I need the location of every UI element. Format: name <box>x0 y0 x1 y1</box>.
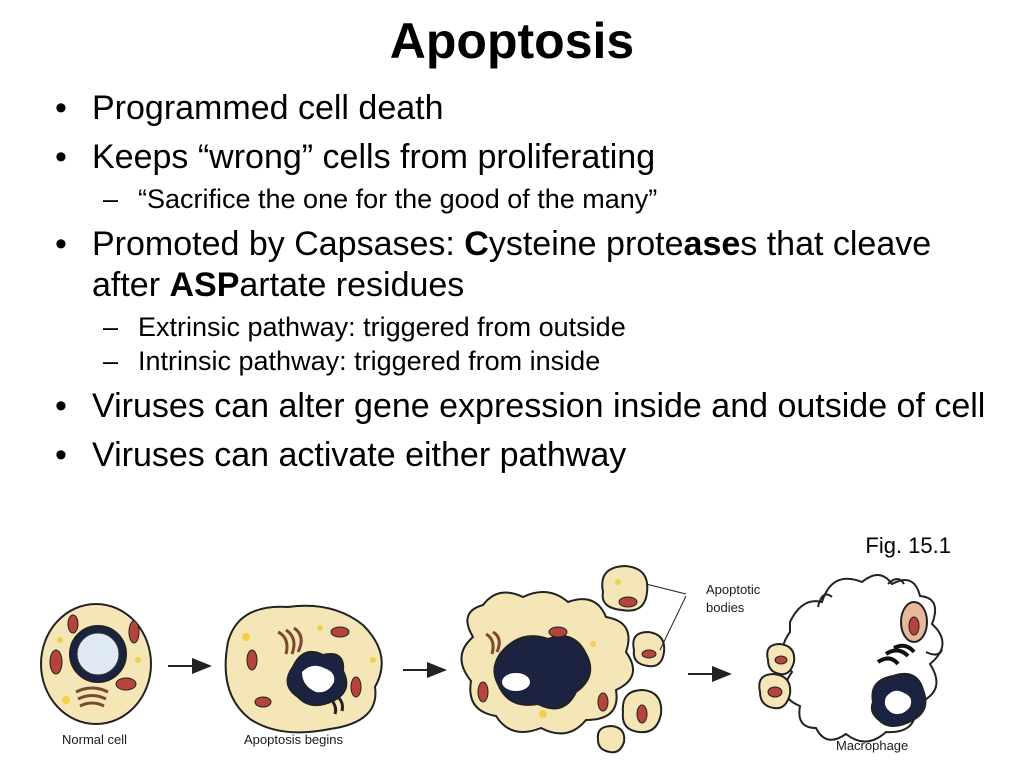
bullet-bold-c: C <box>464 225 489 263</box>
apoptotic-bodies: Apoptotic bodies <box>596 564 761 754</box>
slide-title: Apoptosis <box>389 13 635 69</box>
label-macrophage: Macrophage <box>836 738 908 753</box>
bullet-programmed-cell-death: • Programmed cell death <box>55 88 995 129</box>
bullet-viruses-activate: • Viruses can activate either pathway <box>55 435 995 476</box>
sub-bullet-dash: – <box>103 312 119 342</box>
sub-bullet-intrinsic: – Intrinsic pathway: triggered from insi… <box>55 345 995 378</box>
sub-bullet-sacrifice: – “Sacrifice the one for the good of the… <box>55 183 995 216</box>
label-apoptosis-begins: Apoptosis begins <box>244 732 344 747</box>
apoptosis-illustration: Apoptotic bodies Macrophage Normal cell … <box>40 564 944 754</box>
bullet-text: Viruses can activate either pathway <box>92 436 627 474</box>
sub-bullet-extrinsic: – Extrinsic pathway: triggered from outs… <box>55 311 995 344</box>
bullet-dot: • <box>55 89 67 127</box>
normal-cell <box>40 603 152 725</box>
bullet-bold-asp: ASP <box>169 266 240 304</box>
bullet-text-part: artate residues <box>239 266 465 304</box>
bullet-dot: • <box>55 225 67 263</box>
bullet-dot: • <box>55 436 67 474</box>
label-normal-cell: Normal cell <box>62 732 127 747</box>
bullet-text-part: Promoted by Capsases: <box>92 225 465 263</box>
figure-caption: Fig. 15.1 <box>865 533 951 558</box>
bullet-text-part: s that cleave after <box>92 225 932 304</box>
sub-bullet-dash: – <box>103 346 119 376</box>
bullet-dot: • <box>55 138 67 176</box>
label-apoptotic-bodies-line1: Apoptotic <box>706 582 761 597</box>
bullet-text: Keeps “wrong” cells from proliferating <box>92 138 656 176</box>
bullet-dot: • <box>55 387 67 425</box>
bullet-text: Programmed cell death <box>92 89 444 127</box>
macrophage: Macrophage <box>758 574 944 753</box>
bullet-wrong-cells: • Keeps “wrong” cells from proliferating <box>55 137 995 178</box>
bullet-text-part: ysteine prote <box>488 225 684 263</box>
bullet-text: Viruses can alter gene expression inside… <box>92 387 986 425</box>
bullet-list: • Programmed cell death • Keeps “wrong” … <box>55 88 995 484</box>
bullet-viruses-alter: • Viruses can alter gene expression insi… <box>55 386 995 427</box>
apoptosis-begins-cell <box>224 604 383 734</box>
label-apoptotic-bodies-line2: bodies <box>706 600 745 615</box>
bullet-capsases: • Promoted by Capsases: Cysteine proteas… <box>55 224 995 306</box>
apoptosis-figure: Apoptotic bodies Macrophage Normal cell … <box>38 562 958 768</box>
sub-bullet-text: “Sacrifice the one for the good of the m… <box>138 184 658 214</box>
bullet-bold-ase: ase <box>683 225 741 263</box>
sub-bullet-dash: – <box>103 184 119 214</box>
sub-bullet-text: Extrinsic pathway: triggered from outsid… <box>138 312 626 342</box>
fragmenting-cell <box>460 591 635 735</box>
sub-bullet-text: Intrinsic pathway: triggered from inside <box>138 346 601 376</box>
